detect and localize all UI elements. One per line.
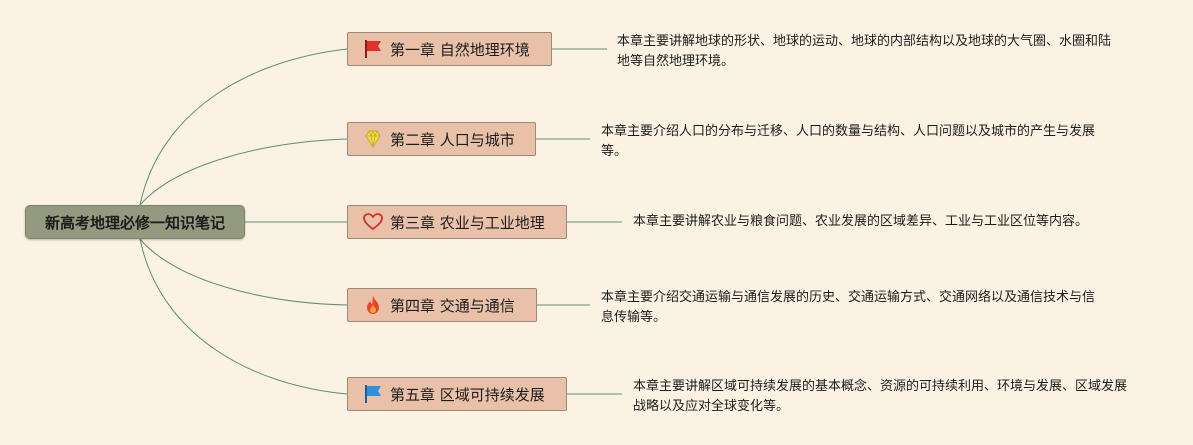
branch-node-chapter-3[interactable]: 第三章 农业与工业地理 bbox=[347, 205, 567, 239]
branch-label: 第一章 自然地理环境 bbox=[390, 40, 530, 59]
branch-label: 第五章 区域可持续发展 bbox=[390, 385, 545, 404]
heart-outline-icon bbox=[362, 211, 384, 233]
branch-description-chapter-3: 本章主要讲解农业与粮食问题、农业发展的区域差异、工业与工业区位等内容。 bbox=[633, 214, 1089, 229]
gold-gem-icon bbox=[362, 128, 384, 150]
blue-flag-icon bbox=[362, 383, 384, 405]
branch-label: 第二章 人口与城市 bbox=[390, 130, 515, 149]
root-node[interactable]: 新高考地理必修一知识笔记 bbox=[25, 205, 245, 239]
branch-description-chapter-5: 本章主要讲解区域可持续发展的基本概念、资源的可持续利用、环境与发展、区域发展战略… bbox=[633, 379, 1128, 414]
root-label: 新高考地理必修一知识笔记 bbox=[44, 213, 225, 232]
branch-label: 第四章 交通与通信 bbox=[390, 296, 515, 315]
branch-description-chapter-1: 本章主要讲解地球的形状、地球的运动、地球的内部结构以及地球的大气圈、水圈和陆地等… bbox=[617, 34, 1112, 69]
fire-icon bbox=[362, 294, 384, 316]
branch-node-chapter-5[interactable]: 第五章 区域可持续发展 bbox=[347, 377, 567, 411]
branch-node-chapter-4[interactable]: 第四章 交通与通信 bbox=[347, 288, 537, 322]
connector-root-branch-5 bbox=[139, 238, 348, 395]
red-flag-icon bbox=[362, 38, 384, 60]
branch-label: 第三章 农业与工业地理 bbox=[390, 213, 545, 232]
connector-root-branch-1 bbox=[139, 48, 348, 206]
branch-node-chapter-2[interactable]: 第二章 人口与城市 bbox=[347, 122, 536, 156]
connector-root-branch-2 bbox=[139, 138, 348, 206]
branch-description-chapter-4: 本章主要介绍交通运输与通信发展的历史、交通运输方式、交通网络以及通信技术与信息传… bbox=[601, 290, 1096, 325]
branch-node-chapter-1[interactable]: 第一章 自然地理环境 bbox=[347, 32, 552, 66]
connector-root-branch-4 bbox=[139, 238, 348, 306]
branch-description-chapter-2: 本章主要介绍人口的分布与迁移、人口的数量与结构、人口问题以及城市的产生与发展等。 bbox=[601, 124, 1096, 159]
